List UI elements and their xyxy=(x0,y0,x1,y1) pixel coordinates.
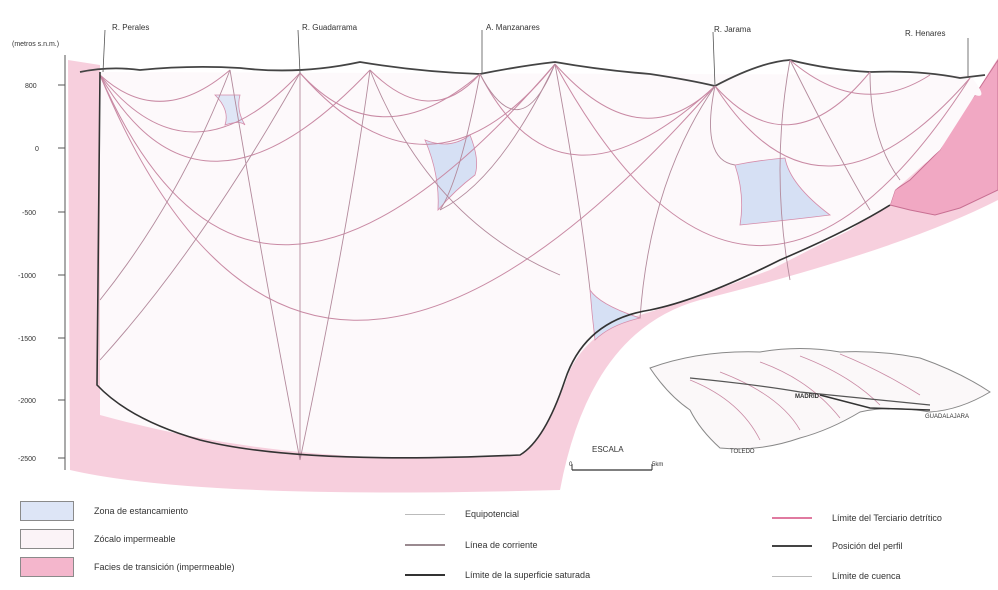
inset-map: MADRID GUADALAJARA TOLEDO xyxy=(650,349,990,456)
legend-label: Límite del Terciario detrítico xyxy=(832,513,942,523)
vertical-axis: (metros s.n.m.) 800 0 -500 -1000 -1500 -… xyxy=(12,41,65,470)
legend-label: Posición del perfil xyxy=(832,541,903,551)
river-label: R. Perales xyxy=(112,23,149,32)
legend-line xyxy=(772,517,812,519)
river-label: R. Jarama xyxy=(714,25,751,34)
legend-label: Zócalo impermeable xyxy=(94,534,176,544)
legend-line xyxy=(772,545,812,547)
legend: Zona de estancamiento Zócalo impermeable… xyxy=(0,495,998,590)
scale-end: 5km xyxy=(652,462,663,468)
river-label: A. Manzanares xyxy=(486,23,540,32)
river-label: R. Henares xyxy=(905,29,945,38)
cross-section-diagram: (metros s.n.m.) 800 0 -500 -1000 -1500 -… xyxy=(0,0,998,495)
legend-label: Equipotencial xyxy=(465,509,519,519)
legend-line xyxy=(405,574,445,576)
scale-bar: ESCALA 0 5km xyxy=(569,445,663,470)
axis-tick: -2000 xyxy=(18,398,36,405)
axis-tick: -1000 xyxy=(18,273,36,280)
legend-swatch xyxy=(20,557,74,577)
legend-item-stagnation: Zona de estancamiento xyxy=(20,501,188,521)
legend-label: Límite de la superficie saturada xyxy=(465,570,590,580)
legend-label: Facies de transición (impermeable) xyxy=(94,562,235,572)
legend-label: Límite de cuenca xyxy=(832,571,901,581)
legend-line xyxy=(405,544,445,546)
legend-item-profile-position: Posición del perfil xyxy=(772,541,903,551)
legend-item-flowline: Línea de corriente xyxy=(405,540,538,550)
scale-title: ESCALA xyxy=(592,445,624,454)
legend-item-impermeable: Zócalo impermeable xyxy=(20,529,176,549)
legend-item-tertiary-limit: Límite del Terciario detrítico xyxy=(772,513,942,523)
legend-label: Zona de estancamiento xyxy=(94,506,188,516)
axis-label: (metros s.n.m.) xyxy=(12,41,59,48)
inset-label-toledo: TOLEDO xyxy=(730,449,755,455)
axis-tick: 800 xyxy=(25,83,37,90)
legend-label: Línea de corriente xyxy=(465,540,538,550)
legend-line xyxy=(405,514,445,515)
legend-swatch xyxy=(20,529,74,549)
legend-item-saturated-limit: Límite de la superficie saturada xyxy=(405,570,590,580)
axis-tick: -2500 xyxy=(18,456,36,463)
inset-label-madrid: MADRID xyxy=(795,394,820,400)
axis-tick: -500 xyxy=(22,210,36,217)
legend-item-transition: Facies de transición (impermeable) xyxy=(20,557,235,577)
axis-tick: -1500 xyxy=(18,336,36,343)
legend-item-basin-limit: Límite de cuenca xyxy=(772,571,901,581)
legend-line xyxy=(772,576,812,577)
legend-swatch xyxy=(20,501,74,521)
river-label: R. Guadarrama xyxy=(302,23,358,32)
axis-tick: 0 xyxy=(35,146,39,153)
legend-item-equipotential: Equipotencial xyxy=(405,509,519,519)
inset-label-guadalajara: GUADALAJARA xyxy=(925,414,969,420)
